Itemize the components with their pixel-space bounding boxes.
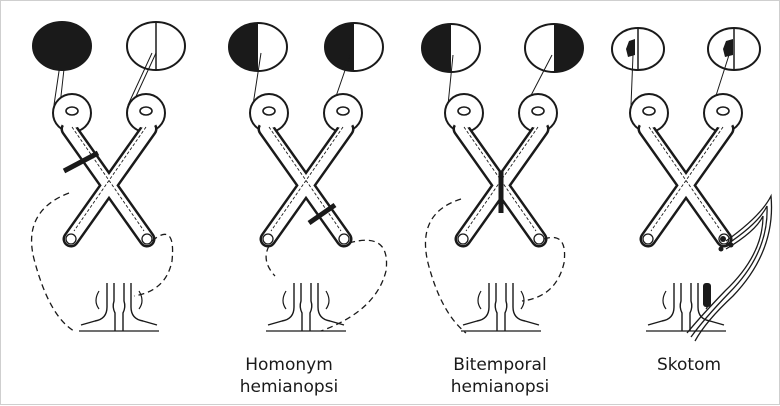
visual-field-left-eye <box>229 23 287 71</box>
visual-field-left-eye <box>612 28 664 70</box>
panel-3-caption: Bitemporal hemianopsi <box>410 354 590 398</box>
visual-field-right-eye <box>325 23 383 71</box>
caption-line-2: hemianopsi <box>410 376 590 398</box>
caption-line-2: hemianopsi <box>199 376 379 398</box>
visual-field-left-eye <box>33 22 91 70</box>
caption-line-1: Skotom <box>599 354 779 376</box>
optic-radiation-outline <box>32 193 173 331</box>
visual-field-right-eye <box>708 28 760 70</box>
panel-2-diagram <box>229 23 387 331</box>
caption-line-1: Homonym <box>199 354 379 376</box>
optic-radiation-outline <box>425 199 564 333</box>
panel-2-caption: Homonym hemianopsi <box>199 354 379 398</box>
panel-3-diagram <box>422 24 583 333</box>
occipital-lesion <box>703 283 711 307</box>
panel-4-diagram <box>612 28 772 341</box>
panel-4-caption: Skotom <box>599 354 779 376</box>
visual-field-right-eye <box>525 24 583 72</box>
visual-field-right-eye <box>127 22 185 70</box>
caption-line-1: Bitemporal <box>410 354 590 376</box>
panel-1-diagram <box>32 22 185 331</box>
visual-field-left-eye <box>422 24 480 72</box>
optic-radiation-outline <box>266 240 386 331</box>
